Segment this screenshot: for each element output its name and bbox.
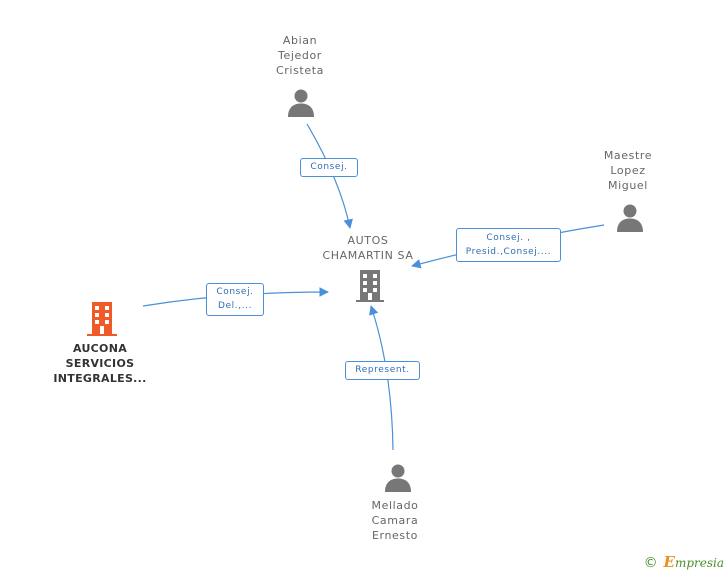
person-icon[interactable] [615,202,645,232]
person-icon[interactable] [286,87,316,117]
edge-label-maestre-autos[interactable]: Consej. , Presid.,Consej.... [456,228,561,262]
building-icon[interactable] [87,302,117,336]
node-label-aucona[interactable]: AUCONA SERVICIOS INTEGRALES... [53,342,147,385]
node-label-abian[interactable]: Abian Tejedor Cristeta [276,34,324,77]
brand-footer: © Empresia [644,553,724,571]
person-icon[interactable] [383,462,413,492]
edge-label-mellado-autos[interactable]: Represent. [345,361,420,380]
edge-label-abian-autos[interactable]: Consej. [300,158,358,177]
building-icon[interactable] [356,270,384,302]
copyright-symbol: © [643,555,658,571]
node-label-mellado[interactable]: Mellado Camara Ernesto [371,499,419,542]
edge-abian-autos [306,123,353,229]
edge-label-aucona-autos[interactable]: Consej. Del.,... [206,283,264,316]
node-label-maestre[interactable]: Maestre Lopez Miguel [603,149,653,192]
empresia-logo: Empresia [663,553,725,571]
node-label-autos[interactable]: AUTOS CHAMARTIN SA [322,234,414,262]
